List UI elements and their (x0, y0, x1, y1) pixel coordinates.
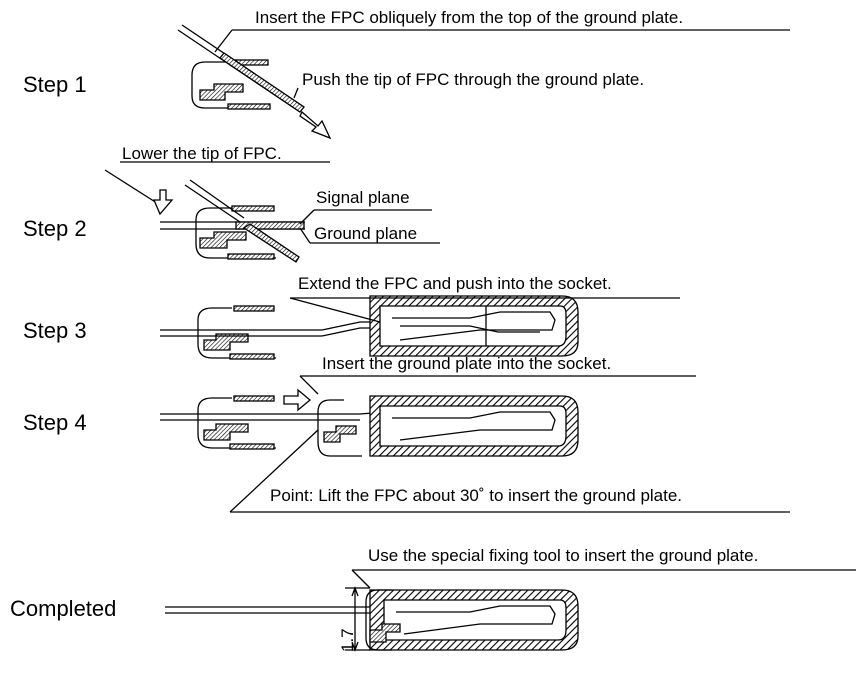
annotation: Ground plane (314, 224, 418, 243)
step-label: Step 2 (23, 216, 87, 241)
annotation: Extend the FPC and push into the socket. (298, 274, 612, 293)
completed-drawing (165, 569, 856, 652)
annotation: Lower the tip of FPC. (122, 144, 282, 163)
annotation: Insert the ground plate into the socket. (322, 354, 612, 373)
annotation: Insert the FPC obliquely from the top of… (255, 8, 684, 27)
annotation: Use the special fixing tool to insert th… (368, 546, 759, 565)
annotation: Push the tip of FPC through the ground p… (302, 70, 645, 89)
step-label: Step 4 (23, 410, 87, 435)
step-label: Step 3 (23, 318, 87, 343)
annotation: Point: Lift the FPC about 30˚ to insert … (270, 486, 683, 505)
step3-drawing (160, 295, 680, 360)
dimension-label: 1.7 (338, 628, 357, 652)
step4-drawing (160, 375, 790, 513)
annotation: Signal plane (316, 188, 410, 207)
step-label: Completed (10, 596, 117, 621)
step1-drawing (177, 24, 790, 140)
step-label: Step 1 (23, 72, 87, 97)
step2-drawing (104, 161, 440, 263)
